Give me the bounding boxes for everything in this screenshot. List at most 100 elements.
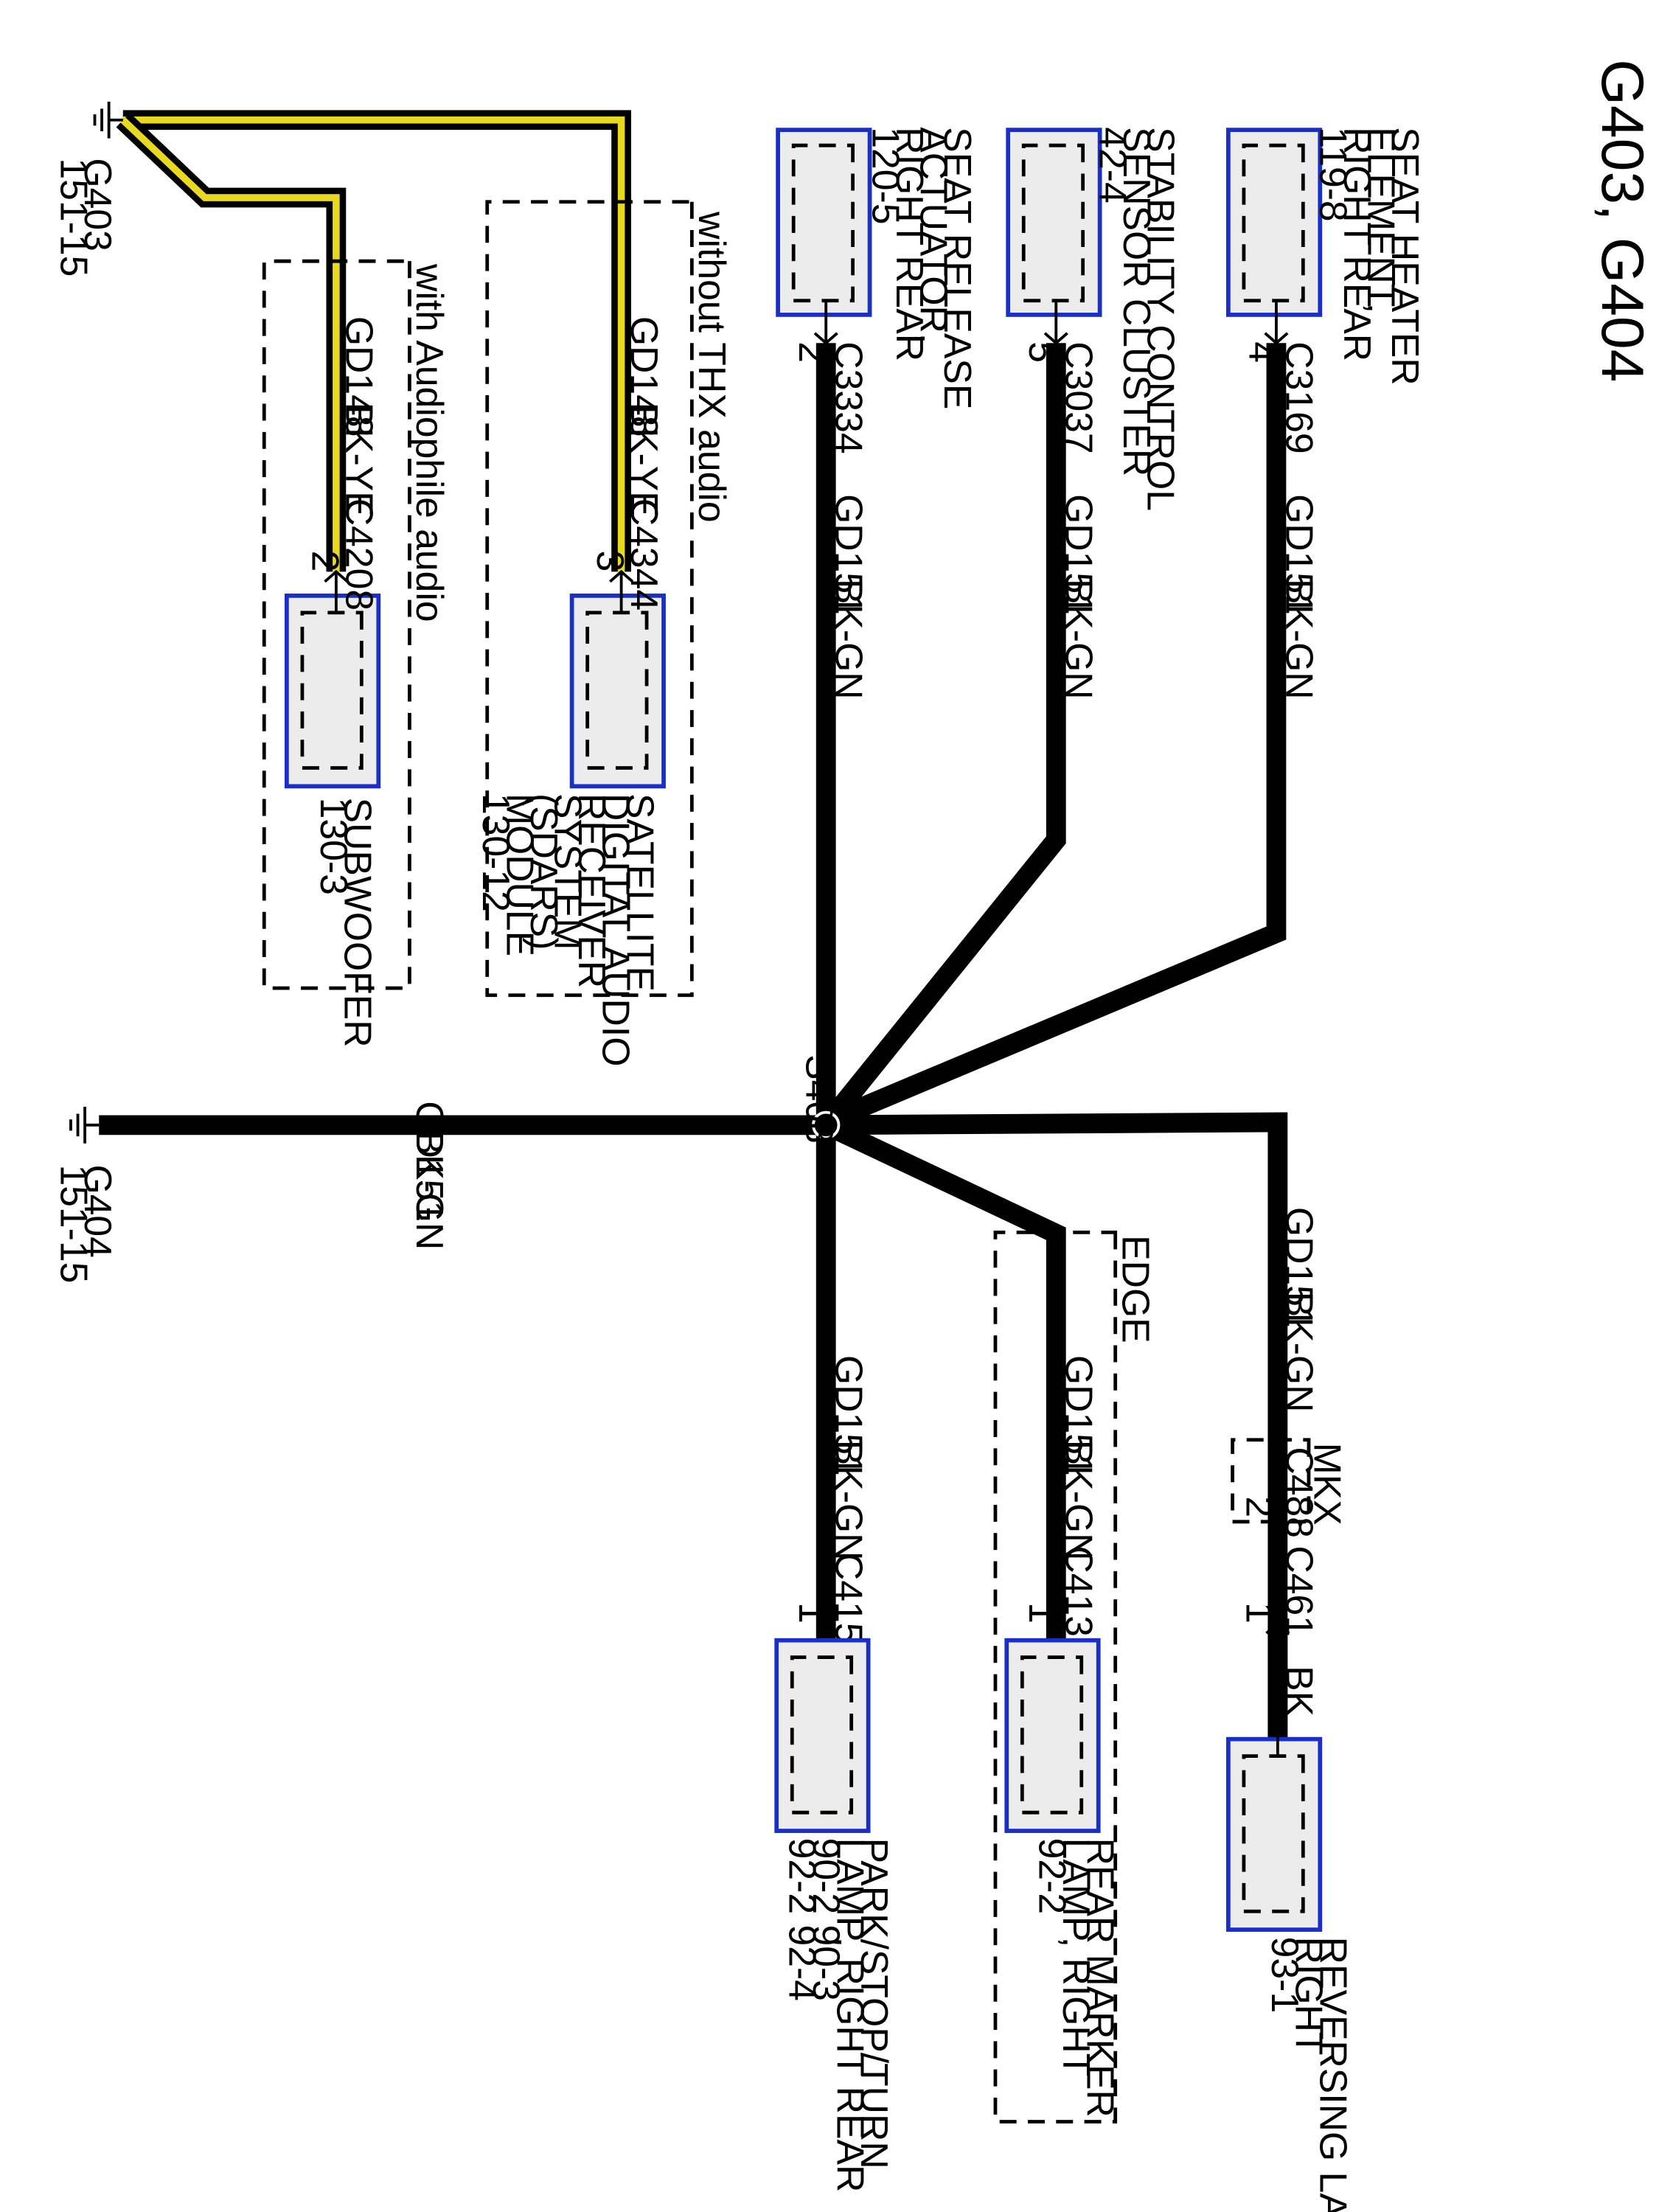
svg-text:2: 2 <box>1239 1496 1281 1517</box>
option-box-without-thx <box>485 200 694 998</box>
wire-label: BK <box>1278 1666 1321 1717</box>
svg-text:SATELLITE: SATELLITE <box>619 793 661 992</box>
svg-text:130-12: 130-12 <box>475 793 518 912</box>
wire-label: BK-YE <box>338 403 380 517</box>
wire-label: BK-GN <box>1278 579 1321 700</box>
svg-text:LAMP, RIGHT REAR: LAMP, RIGHT REAR <box>830 1838 872 2193</box>
wire-label: GD148 <box>338 316 380 437</box>
wire-gd151-stability-control <box>818 343 1066 1132</box>
svg-text:RIGHT: RIGHT <box>1288 1937 1331 2056</box>
connector-c488: C488 2 <box>1239 1447 1321 1538</box>
svg-text:REVERSING LAMP,: REVERSING LAMP, <box>1312 1937 1354 2212</box>
svg-text:3: 3 <box>589 551 632 572</box>
svg-text:G403: G403 <box>77 158 119 251</box>
option-label-mkx: MKX <box>1307 1443 1349 1526</box>
component-rear-marker: REAR MARKER LAMP, RIGHT 92-2 <box>1004 1638 1121 2118</box>
svg-text:C488: C488 <box>1278 1447 1321 1538</box>
svg-text:120-5: 120-5 <box>864 127 907 224</box>
svg-text:SYSTEM: SYSTEM <box>547 793 590 950</box>
component-seat-release: SEAT RELEASE ACTUATOR, RIGHT REAR 120-5 <box>776 127 979 409</box>
wire-label: BK-GN <box>828 1440 871 1561</box>
svg-text:C461: C461 <box>1278 1545 1321 1637</box>
wire-gd148-subwoofer <box>116 113 347 572</box>
wire-label: BK-GN <box>1058 579 1101 700</box>
splice-label: S408 <box>798 1054 841 1144</box>
svg-text:42-4: 42-4 <box>1092 127 1135 203</box>
component-seat-heater: SEAT HEATER ELEMENT, RIGHT REAR 119-8 <box>1225 127 1427 386</box>
svg-text:C3169: C3169 <box>1278 341 1321 453</box>
wire-gd148-sdars <box>122 110 632 572</box>
wire-gd151-reversing-lamp <box>826 1112 1288 1739</box>
svg-text:92-2 92-4: 92-2 92-4 <box>781 1838 824 2001</box>
component-subwoofer: SUBWOOFER 130-3 <box>285 571 381 1048</box>
svg-text:DIGITAL AUDIO: DIGITAL AUDIO <box>595 793 638 1067</box>
connector-c3334: C3334 2 <box>791 332 871 454</box>
option-label-edge: EDGE <box>1114 1235 1157 1343</box>
svg-text:1: 1 <box>1021 1602 1064 1624</box>
svg-text:MODULE: MODULE <box>499 793 542 956</box>
svg-text:G404: G404 <box>77 1164 119 1257</box>
connector-c3037: C3037 5 <box>1021 332 1101 454</box>
wire-label: BK-GN <box>1058 1440 1101 1561</box>
wire-label: GD151 <box>1278 494 1321 615</box>
option-label-with-audiophile: with Audiophile audio <box>408 263 451 622</box>
svg-text:SENSOR CLUSTER: SENSOR CLUSTER <box>1116 127 1158 476</box>
option-box-with-audiophile <box>262 259 411 990</box>
svg-text:C3037: C3037 <box>1058 341 1101 453</box>
wire-label: GD151 <box>828 1355 871 1476</box>
wire-label: GD151 <box>1058 1355 1101 1476</box>
svg-text:REAR MARKER: REAR MARKER <box>1079 1838 1121 2118</box>
connector-c415: C415 1 <box>791 1553 871 1656</box>
svg-text:92-2: 92-2 <box>1031 1838 1074 1914</box>
svg-text:SEAT HEATER: SEAT HEATER <box>1384 127 1427 385</box>
wire-label: BK-GN <box>1278 1292 1321 1413</box>
connector-c4208: C4208 2 <box>304 498 380 611</box>
svg-text:2: 2 <box>791 341 834 363</box>
svg-text:ACTUATOR,: ACTUATOR, <box>912 127 955 344</box>
component-park-stop-turn: PARK/STOP/TURN LAMP, RIGHT REAR 90-2 90-… <box>774 1638 896 2193</box>
wire-gd151-seat-heater <box>829 343 1287 1129</box>
svg-text:RIGHT REAR: RIGHT REAR <box>888 127 931 361</box>
svg-text:LAMP, RIGHT: LAMP, RIGHT <box>1055 1838 1098 2077</box>
option-box-mkx <box>1231 1438 1311 1524</box>
svg-text:93-1: 93-1 <box>1264 1937 1307 2013</box>
option-label-without-thx: without THX audio <box>691 211 734 522</box>
component-stability-control: STABILITY CONTROL SENSOR CLUSTER 42-4 <box>1006 127 1183 511</box>
svg-text:STABILITY CONTROL: STABILITY CONTROL <box>1140 127 1183 511</box>
wire-label: BK-YE <box>623 403 666 517</box>
ground-g404: G404 151-15 <box>53 1106 119 1283</box>
svg-text:1: 1 <box>791 1602 834 1624</box>
svg-text:SEAT RELEASE: SEAT RELEASE <box>936 127 979 409</box>
svg-text:151-15: 151-15 <box>53 1164 96 1283</box>
svg-text:RECEIVER: RECEIVER <box>571 793 613 988</box>
wire-label: GD148 <box>623 316 666 437</box>
svg-text:119-8: 119-8 <box>1312 127 1354 221</box>
wire-label: BK-GN <box>828 579 871 700</box>
wire-label: GD151 <box>828 494 871 615</box>
connector-c3169: C3169 4 <box>1242 332 1321 454</box>
connector-c4344: C4344 3 <box>589 498 666 611</box>
wire-label: GD151 <box>1278 1207 1321 1328</box>
svg-text:2: 2 <box>304 551 347 572</box>
svg-text:4: 4 <box>1242 341 1284 363</box>
option-box-edge <box>993 1230 1118 2124</box>
component-sdars: SATELLITE DIGITAL AUDIO RECEIVER SYSTEM … <box>475 571 666 1067</box>
svg-text:151-15: 151-15 <box>53 158 96 276</box>
wire-label: GD151 <box>1058 494 1101 615</box>
page-title: G403, G404 <box>1589 59 1655 382</box>
wire-label: BK-GN <box>408 1130 451 1251</box>
ground-g403: G403 151-15 <box>53 101 123 276</box>
svg-text:C4344: C4344 <box>623 498 666 611</box>
splice-s408 <box>812 1110 841 1139</box>
svg-text:1: 1 <box>1239 1602 1281 1624</box>
svg-text:SUBWOOFER: SUBWOOFER <box>336 798 379 1048</box>
component-reversing-lamp: REVERSING LAMP, RIGHT 93-1 <box>1225 1623 1354 2212</box>
svg-text:5: 5 <box>1021 341 1064 363</box>
svg-text:(SDARS): (SDARS) <box>523 793 566 950</box>
svg-text:RIGHT REAR: RIGHT REAR <box>1336 127 1379 361</box>
wire-label: GD151 <box>408 1101 451 1222</box>
svg-text:PARK/STOP/TURN: PARK/STOP/TURN <box>853 1838 896 2169</box>
svg-text:90-2 90-3: 90-2 90-3 <box>805 1838 848 2001</box>
svg-text:ELEMENT,: ELEMENT, <box>1360 127 1402 313</box>
